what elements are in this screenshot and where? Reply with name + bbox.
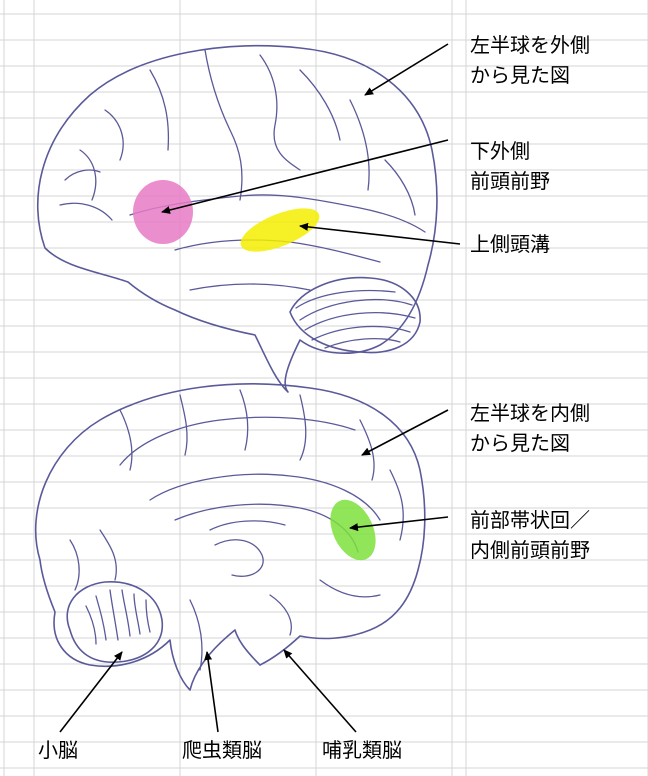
sulcus-line bbox=[100, 530, 116, 580]
brain-lateral-view bbox=[38, 46, 437, 392]
sulcus-line bbox=[320, 580, 380, 597]
sulcus-line bbox=[190, 600, 202, 670]
sulcus-line bbox=[215, 540, 263, 577]
label-inferior-frontal-line1: 下外側 bbox=[470, 136, 550, 166]
sulcus-line bbox=[350, 100, 369, 190]
sulcus-line bbox=[80, 150, 96, 200]
label-inferior-frontal: 下外側 前頭前野 bbox=[470, 136, 550, 196]
annotation-arrows bbox=[60, 44, 460, 732]
sulcus-line bbox=[300, 300, 412, 320]
label-anterior-cingulate-line2: 内側前頭前野 bbox=[470, 535, 590, 565]
sulcus-line bbox=[60, 203, 112, 220]
sulcus-line bbox=[120, 417, 355, 465]
arrow-inferior-frontal bbox=[162, 140, 448, 212]
sulcus-line bbox=[134, 594, 140, 634]
sulcus-line bbox=[110, 590, 118, 640]
sulcus-line bbox=[240, 390, 248, 450]
sulcus-line bbox=[70, 540, 79, 590]
label-inferior-frontal-line2: 前頭前野 bbox=[470, 166, 550, 196]
arrow-mammalian-brain bbox=[284, 650, 356, 732]
sulcus-line bbox=[260, 55, 300, 170]
sulcus-line bbox=[120, 410, 132, 470]
label-lateral-view-line1: 左半球を外側 bbox=[470, 30, 590, 60]
label-medial-view: 左半球を内側 から見た図 bbox=[470, 398, 590, 458]
label-medial-view-line2: から見た図 bbox=[470, 428, 590, 458]
sulcus-line bbox=[146, 600, 150, 632]
label-cerebellum: 小脳 bbox=[38, 735, 78, 765]
sulcus-line bbox=[385, 160, 415, 215]
sulcus-line bbox=[300, 395, 306, 460]
label-lateral-view-line2: から見た図 bbox=[470, 60, 590, 90]
lateral-outline bbox=[38, 46, 437, 392]
label-anterior-cingulate-line1: 前部帯状回／ bbox=[470, 505, 590, 535]
sulcus-line bbox=[122, 590, 130, 636]
superior-temporal-region bbox=[235, 199, 325, 260]
sulcus-line bbox=[270, 595, 291, 635]
arrow-medial-view bbox=[362, 410, 448, 455]
sulcus-line bbox=[325, 339, 400, 348]
arrow-lateral-view bbox=[365, 44, 448, 95]
sulcus-line bbox=[210, 521, 285, 530]
sulcus-line bbox=[175, 504, 358, 552]
label-anterior-cingulate: 前部帯状回／ 内側前頭前野 bbox=[470, 505, 590, 565]
sulcus-line bbox=[190, 284, 310, 290]
anterior-cingulate-region bbox=[321, 493, 384, 568]
label-superior-temporal: 上側頭溝 bbox=[470, 229, 550, 259]
sulcus-line bbox=[390, 470, 403, 540]
label-reptilian-brain: 爬虫類脳 bbox=[182, 735, 262, 765]
sulcus-line bbox=[96, 596, 106, 640]
label-mammalian-brain: 哺乳類脳 bbox=[322, 735, 402, 765]
sulcus-line bbox=[300, 70, 340, 140]
label-lateral-view: 左半球を外側 から見た図 bbox=[470, 30, 590, 90]
label-superior-temporal-line1: 上側頭溝 bbox=[470, 229, 550, 259]
sulcus-line bbox=[150, 70, 168, 150]
sulcus-line bbox=[205, 50, 242, 200]
label-medial-view-line1: 左半球を内側 bbox=[470, 398, 590, 428]
